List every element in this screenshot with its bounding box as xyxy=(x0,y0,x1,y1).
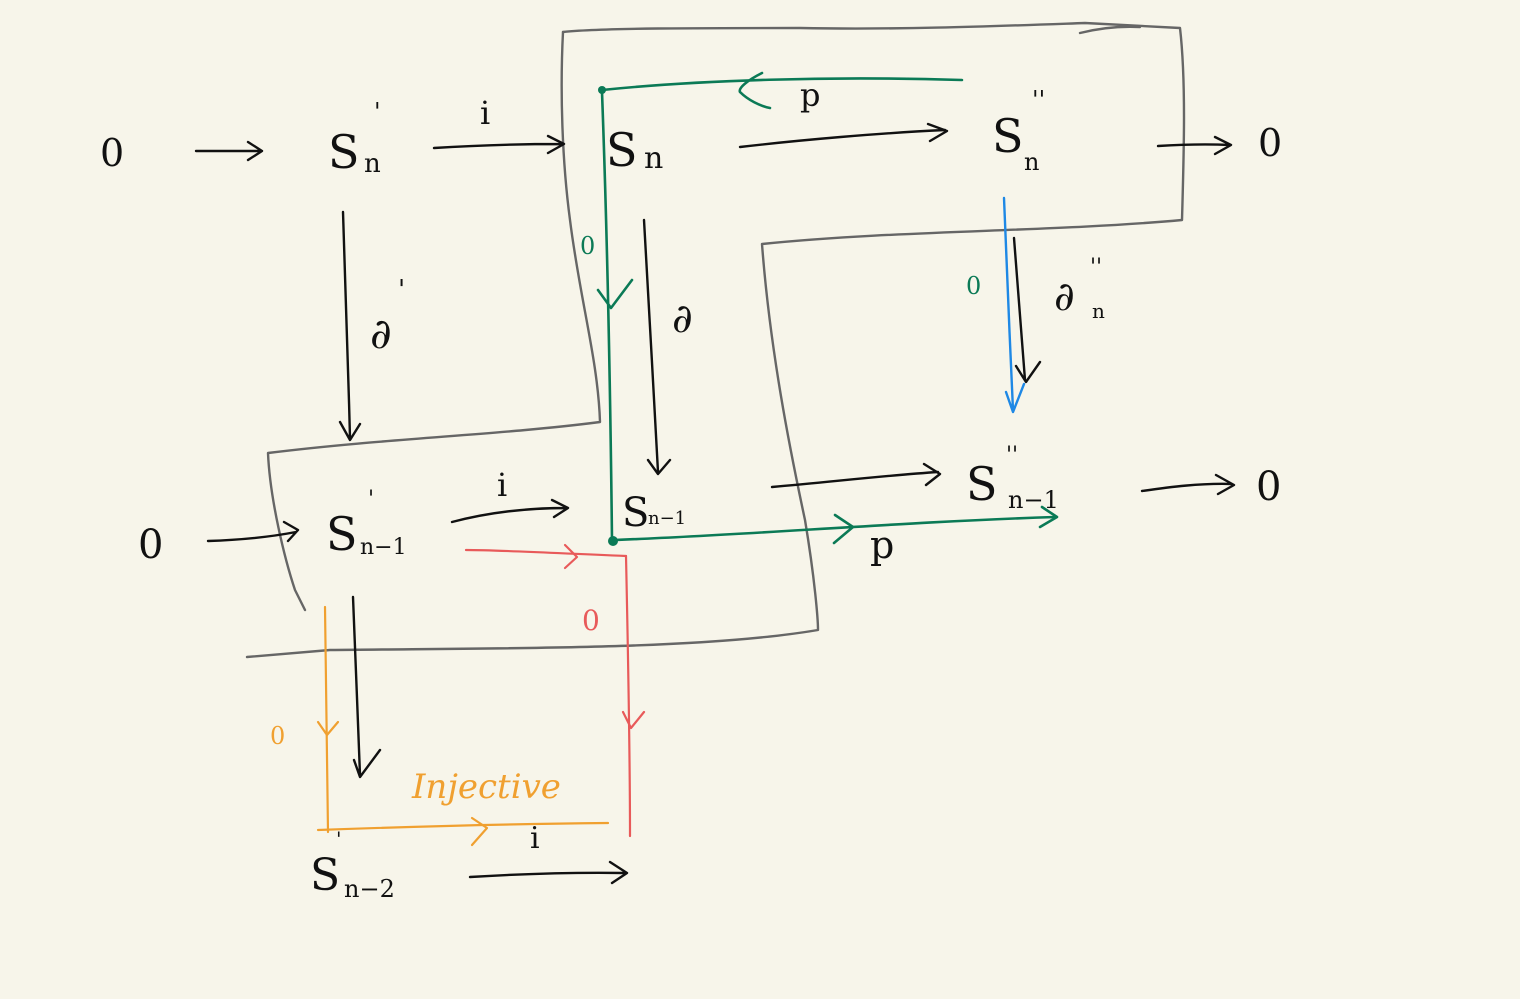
upper-region-outline xyxy=(245,21,1186,659)
green-bottom-arrowhead-1 xyxy=(832,513,855,545)
bottom-row-arrows xyxy=(206,462,1236,885)
top-sdprime-n-sub: n xyxy=(1024,148,1039,176)
orange-vertical xyxy=(323,605,330,834)
green-top-arrowhead xyxy=(738,71,772,110)
green-path xyxy=(596,71,1059,546)
third-map-i: i xyxy=(530,821,540,856)
top-sdprime-n-mark: '' xyxy=(1032,86,1045,114)
label-d-prime-mark: ' xyxy=(398,275,405,305)
label-d-dprime-mark: '' xyxy=(1090,255,1102,280)
bottom-s-n-1-sub: n−1 xyxy=(648,508,686,529)
region-outlines xyxy=(245,21,1186,659)
bottom-map-i: i xyxy=(497,466,507,504)
top-s-n: S xyxy=(606,123,638,177)
orange-zero-label: 0 xyxy=(270,722,285,750)
red-arrowhead-down xyxy=(621,710,646,730)
orange-path xyxy=(316,605,610,847)
top-sprime-n-mark: ' xyxy=(374,98,381,126)
red-vertical xyxy=(624,554,632,838)
green-vertical-segment xyxy=(600,90,614,542)
top-map-p: p xyxy=(800,76,820,114)
green-corner-dot xyxy=(608,536,618,546)
arrow-p-bottom xyxy=(770,462,942,489)
red-zero-label: 0 xyxy=(582,604,600,637)
top-sprime-n-sub: n xyxy=(364,149,381,179)
bottom-sprime-n-1-mark: ' xyxy=(368,487,374,512)
bottom-sdprime-n-1-sub: n−1 xyxy=(1008,486,1059,514)
top-map-i: i xyxy=(480,94,490,132)
bottom-s-n-1: S xyxy=(622,490,649,536)
green-zero-right-label: 0 xyxy=(966,272,981,300)
green-bottom-segment xyxy=(612,515,1057,542)
arrow-sdprime-n-to-zero xyxy=(1156,135,1233,156)
third-sprime-n-2-sub: n−2 xyxy=(344,875,395,903)
green-down-arrowhead xyxy=(596,278,634,310)
top-sprime-n: S xyxy=(328,125,360,179)
orange-arrowhead-down xyxy=(316,720,340,737)
label-d-prime: ∂ xyxy=(370,309,392,358)
label-d-dprime-sub: n xyxy=(1092,299,1105,323)
top-row-arrows xyxy=(194,122,1233,162)
third-sprime-n-2: S xyxy=(310,850,340,901)
third-sprime-n-2-mark: ' xyxy=(336,827,342,851)
arrow-i-bottom xyxy=(450,498,570,524)
top-s-n-sub: n xyxy=(644,141,663,176)
green-bottom-arrowhead-2 xyxy=(1038,505,1059,529)
green-zero-label: 0 xyxy=(580,232,595,260)
arrow-d-prime xyxy=(338,210,362,442)
labels: 0 S n ' i S n p S n '' 0 ∂ ' ∂ ∂ n '' 0 … xyxy=(100,76,1282,903)
arrow-p-top xyxy=(738,122,949,149)
blue-path xyxy=(1002,196,1026,414)
red-arrowhead-right xyxy=(563,543,579,570)
injective-label: Injective xyxy=(411,767,561,807)
bottom-sdprime-n-1-mark: '' xyxy=(1006,443,1018,468)
bottom-sdprime-n-1: S xyxy=(966,457,998,511)
label-d: ∂ xyxy=(672,296,693,342)
bottom-map-p: p xyxy=(870,523,894,567)
arrow-d xyxy=(642,218,672,476)
arrow-d-dprime xyxy=(1012,236,1042,384)
green-top-segment xyxy=(600,77,964,92)
arrow-i-top xyxy=(432,134,566,155)
label-d-dprime: ∂ xyxy=(1054,274,1075,320)
orange-horizontal xyxy=(316,821,610,832)
upper-region-arrow xyxy=(1078,25,1142,35)
vertical-arrows xyxy=(338,210,1042,779)
top-sdprime-n: S xyxy=(992,109,1024,163)
arrow-sdprime-n-1-to-zero xyxy=(1140,473,1236,496)
orange-arrowhead-right xyxy=(470,816,489,847)
red-horizontal xyxy=(464,548,628,558)
bottom-zero-left: 0 xyxy=(138,522,163,568)
bottom-sprime-n-1: S xyxy=(326,507,358,561)
blue-arrow-d-dprime xyxy=(1002,196,1026,414)
arrow-d-prime-lower xyxy=(351,595,382,779)
bottom-zero-right: 0 xyxy=(1256,464,1281,510)
arrow-i-third xyxy=(468,860,629,885)
arrow-zero-to-sprime-n xyxy=(194,140,264,162)
arrow-zero-to-sprime-n-1 xyxy=(206,520,300,543)
inner-region-outline xyxy=(266,30,602,612)
bottom-sprime-n-1-sub: n−1 xyxy=(360,535,407,560)
top-zero-right: 0 xyxy=(1258,121,1282,165)
red-path xyxy=(464,543,646,838)
top-zero-left: 0 xyxy=(100,131,124,175)
green-start-dot xyxy=(598,86,606,94)
